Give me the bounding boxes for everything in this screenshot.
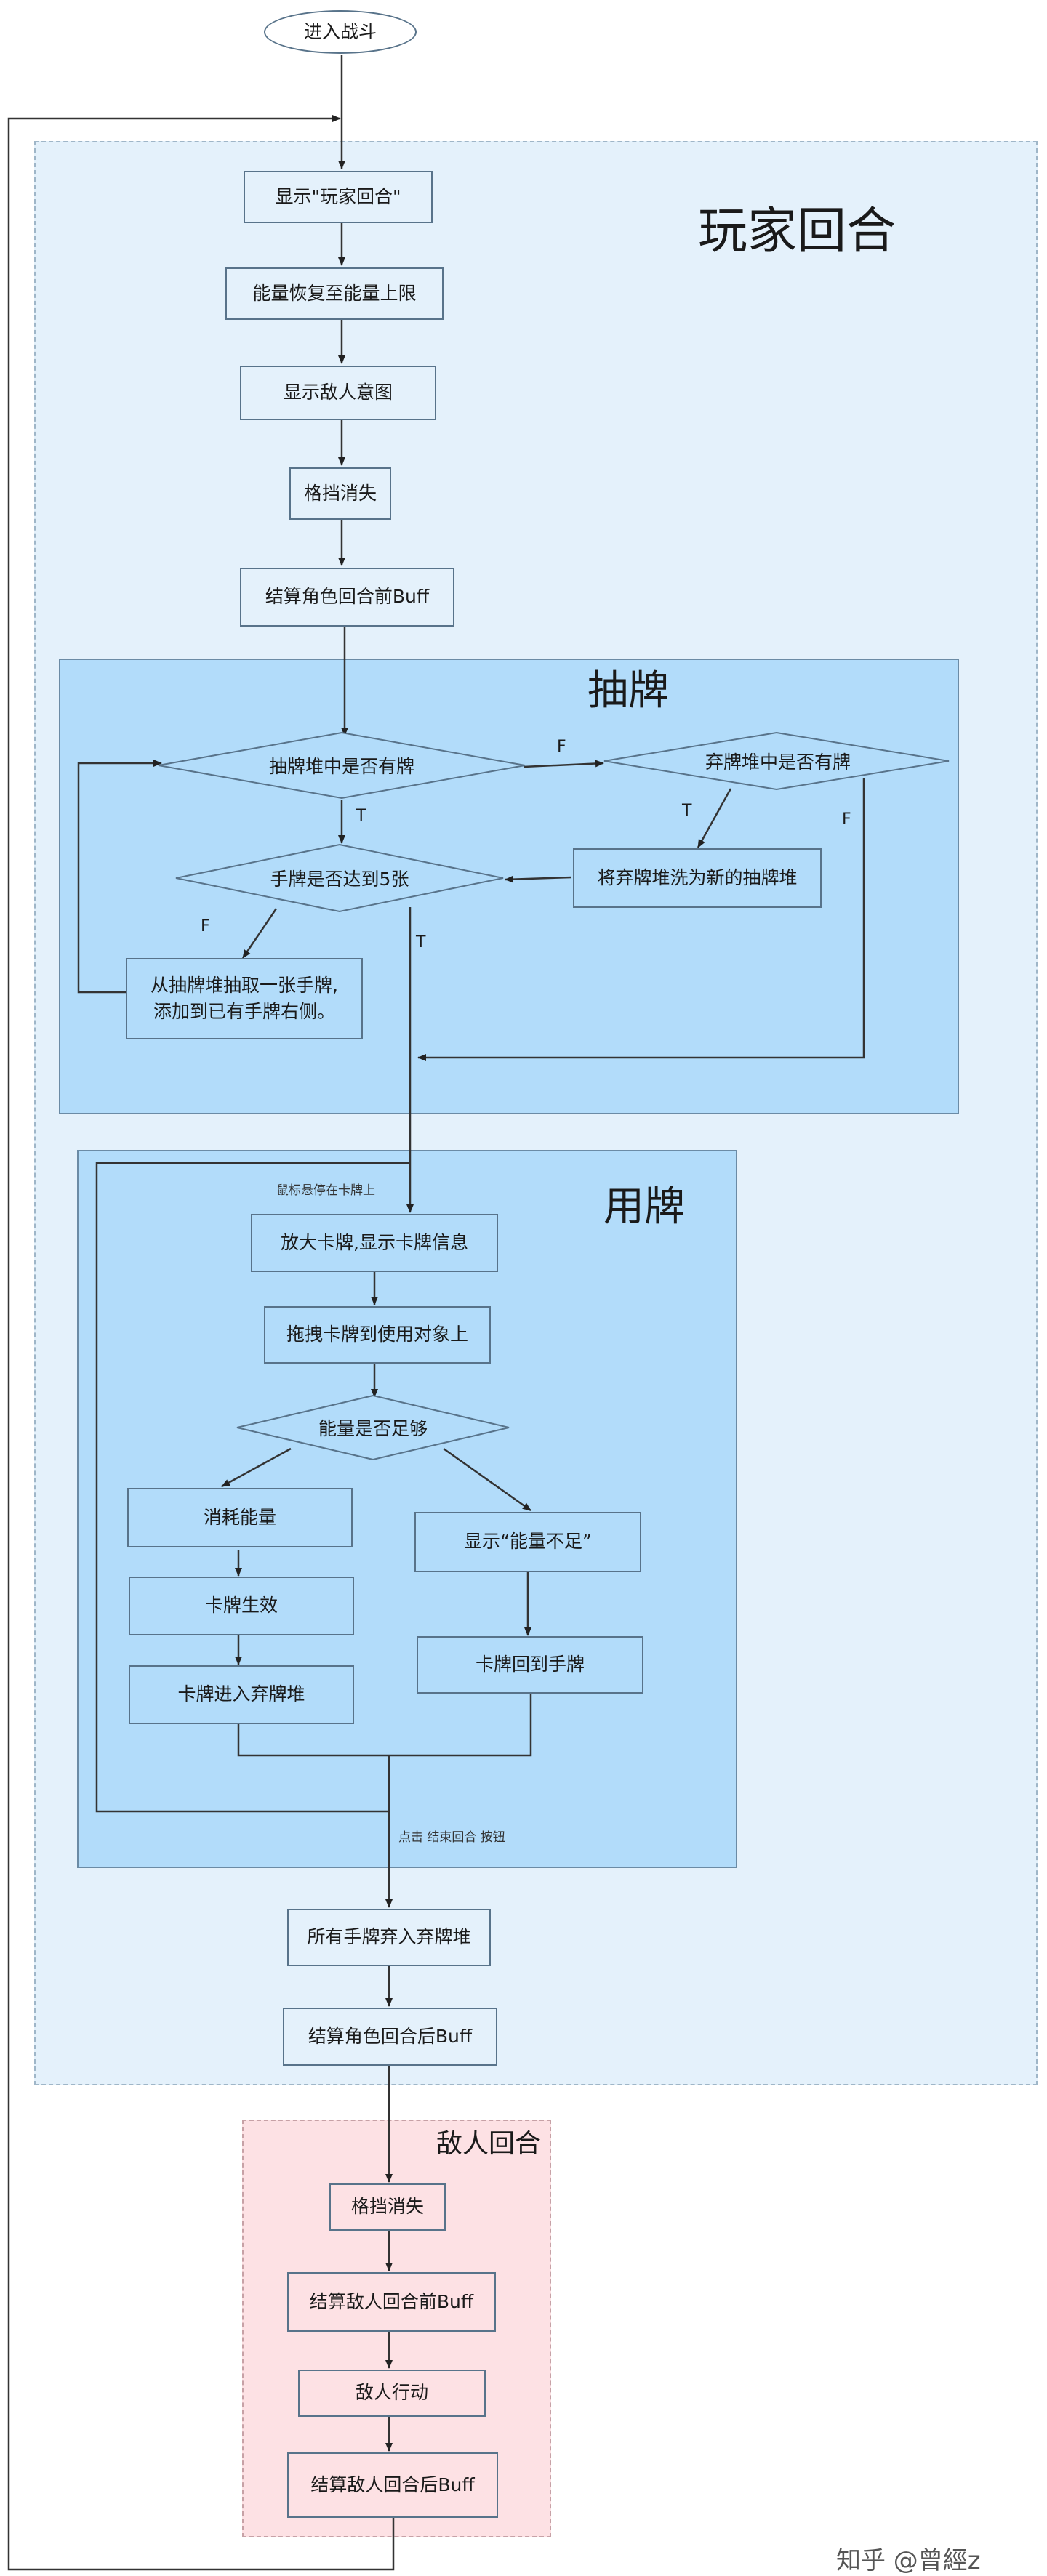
label-d3-true: T [416, 933, 426, 951]
step-show-player-turn: 显示"玩家回合" [244, 171, 433, 223]
start-label: 进入战斗 [303, 20, 377, 42]
decision-hand-shape [175, 843, 504, 913]
enemy-turn-title: 敌人回合 [436, 2129, 542, 2159]
step-resolve-post-buff: 结算角色回合后Buff [283, 2008, 497, 2066]
hover-note: 鼠标悬停在卡牌上 [276, 1183, 375, 1198]
step-discard-hand: 所有手牌弃入弃牌堆 [287, 1909, 491, 1966]
watermark: 知乎 @曾經z [836, 2546, 981, 2575]
label-d1-false: F [557, 738, 566, 756]
step-enlarge-card: 放大卡牌,显示卡牌信息 [251, 1214, 498, 1272]
decision-draw-pile: 抽牌堆中是否有牌 [268, 756, 414, 777]
step-consume-energy: 消耗能量 [127, 1488, 353, 1547]
enemy-step-post-buff: 结算敌人回合后Buff [287, 2452, 498, 2518]
play-phase-title: 用牌 [603, 1183, 685, 1231]
decision-discard-pile-shape [603, 731, 950, 791]
enemy-step-pre-buff: 结算敌人回合前Buff [287, 2272, 496, 2332]
step-card-effect: 卡牌生效 [129, 1577, 354, 1635]
label-d1-true: T [356, 807, 366, 825]
step-show-insufficient: 显示“能量不足” [414, 1512, 641, 1572]
step-card-discard: 卡牌进入弃牌堆 [129, 1665, 354, 1724]
step-restore-energy: 能量恢复至能量上限 [225, 267, 444, 320]
step-resolve-pre-buff: 结算角色回合前Buff [240, 568, 454, 627]
step-card-return: 卡牌回到手牌 [417, 1636, 643, 1694]
step-draw-card: 从抽牌堆抽取一张手牌, 添加到已有手牌右侧。 [126, 958, 363, 1039]
decision-energy-shape [236, 1394, 510, 1461]
player-turn-title: 玩家回合 [698, 203, 896, 260]
step-drag-card: 拖拽卡牌到使用对象上 [264, 1306, 491, 1364]
decision-discard-pile: 弃牌堆中是否有牌 [705, 752, 851, 773]
enemy-step-action: 敌人行动 [298, 2370, 486, 2417]
decision-energy: 能量是否足够 [318, 1418, 428, 1439]
label-d2-true: T [682, 802, 692, 820]
decision-draw-pile-shape [158, 731, 526, 800]
decision-hand: 手牌是否达到5张 [270, 869, 409, 890]
enemy-step-block-vanish: 格挡消失 [329, 2183, 446, 2231]
label-d2-false: F [842, 810, 851, 829]
step-block-vanish: 格挡消失 [289, 467, 391, 520]
step-show-enemy-intent: 显示敌人意图 [240, 366, 436, 420]
draw-phase-title: 抽牌 [587, 667, 669, 715]
label-d3-false: F [201, 917, 210, 935]
end-turn-note: 点击 结束回合 按钮 [398, 1830, 505, 1845]
start-terminal: 进入战斗 [264, 10, 417, 54]
step-shuffle-discard: 将弃牌堆洗为新的抽牌堆 [573, 848, 822, 908]
